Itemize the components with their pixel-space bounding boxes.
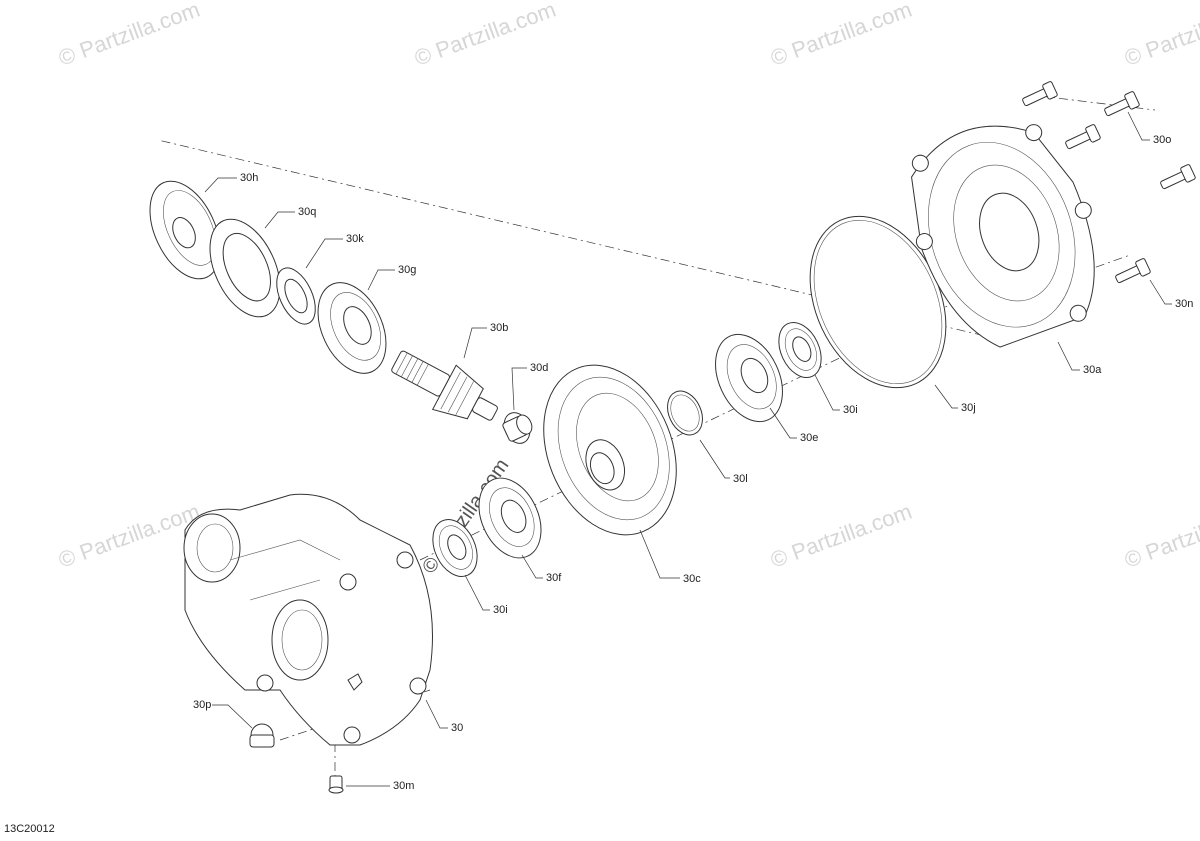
- watermark: © Partzilla.com: [767, 0, 915, 71]
- watermark: © Partzilla.com: [55, 0, 203, 71]
- label-30i-bottom: 30i: [493, 604, 508, 616]
- label-30: 30: [451, 722, 463, 734]
- label-30l: 30l: [733, 473, 748, 485]
- part-cover-30a: [911, 124, 1095, 348]
- part-needle-bearing-30d: [502, 412, 533, 444]
- part-o-ring-30l: [667, 390, 703, 436]
- label-30b: 30b: [490, 322, 508, 334]
- label-30k: 30k: [346, 233, 364, 245]
- part-housing-30: [183, 493, 433, 746]
- watermark: © Partzilla.com: [767, 499, 915, 573]
- part-drain-plug-30m: [328, 775, 344, 794]
- label-30q: 30q: [298, 206, 316, 218]
- part-seal-30h: [149, 180, 221, 280]
- watermark: © Partzilla.com: [55, 499, 203, 573]
- diagram-code: 13C20012: [4, 823, 55, 835]
- part-bolts-30o-30n: [1022, 81, 1196, 284]
- part-plug-30p: [249, 723, 275, 748]
- part-bearing-30g: [317, 282, 387, 374]
- part-washer-30k: [276, 267, 316, 325]
- watermark: © Partzilla.com: [411, 0, 559, 71]
- label-30h: 30h: [240, 172, 258, 184]
- part-seal-30i-top: [778, 322, 822, 378]
- label-30a: 30a: [1083, 364, 1102, 376]
- part-labels: 30h 30q 30k 30g 30b 30d 30c 30l 30e 30i …: [193, 134, 1193, 792]
- label-30m: 30m: [393, 780, 414, 792]
- part-ring-30q: [209, 218, 281, 318]
- part-seal-30i-bottom: [432, 519, 478, 577]
- leader-lines: [204, 111, 1172, 787]
- part-pinion-shaft-30b: [391, 350, 498, 421]
- part-ring-gear-30c: [543, 364, 677, 536]
- label-30i-top: 30i: [843, 404, 858, 416]
- label-30d: 30d: [530, 362, 548, 374]
- label-30g: 30g: [398, 264, 416, 276]
- part-o-ring-30j: [809, 215, 947, 389]
- label-30j: 30j: [961, 402, 976, 414]
- part-bearing-30f: [478, 477, 542, 559]
- label-30o: 30o: [1153, 134, 1171, 146]
- label-30n: 30n: [1175, 298, 1193, 310]
- label-30c: 30c: [683, 573, 701, 585]
- label-30p: 30p: [193, 699, 211, 711]
- label-30e: 30e: [800, 432, 818, 444]
- watermark: © Partzilla.com: [1121, 499, 1200, 573]
- watermark: © Partzilla.com: [1121, 0, 1200, 71]
- bolt-axis: [1059, 254, 1131, 281]
- part-bearing-30e: [715, 333, 783, 423]
- label-30f: 30f: [546, 572, 562, 584]
